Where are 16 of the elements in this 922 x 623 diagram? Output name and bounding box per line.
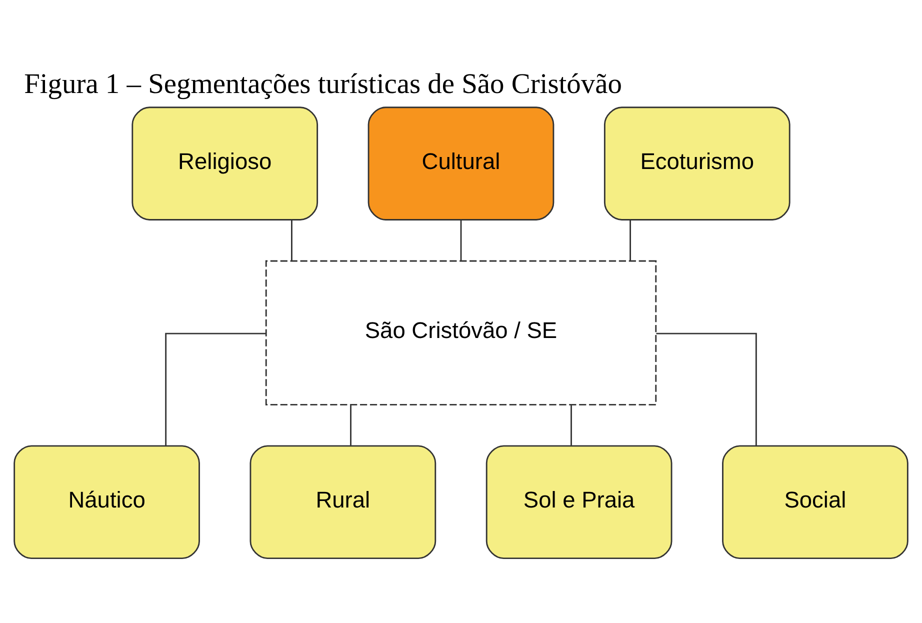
connector — [291, 220, 292, 261]
node-box: Social — [722, 445, 908, 560]
node-box: Sol e Praia — [486, 445, 672, 560]
node-box: Religioso — [132, 106, 318, 220]
connector — [460, 220, 462, 261]
connector — [630, 220, 631, 261]
node-box: Cultural — [368, 106, 554, 220]
connector — [350, 405, 352, 446]
node-box: São Cristóvão / SE — [265, 260, 657, 406]
node-box: Ecoturismo — [604, 106, 790, 220]
connector — [656, 332, 757, 446]
diagram-title: Figura 1 – Segmentações turísticas de São Cristóvão — [24, 69, 622, 100]
connector — [570, 405, 572, 446]
connector — [165, 332, 266, 446]
node-box: Náutico — [14, 445, 200, 560]
node-box: Rural — [250, 445, 436, 560]
